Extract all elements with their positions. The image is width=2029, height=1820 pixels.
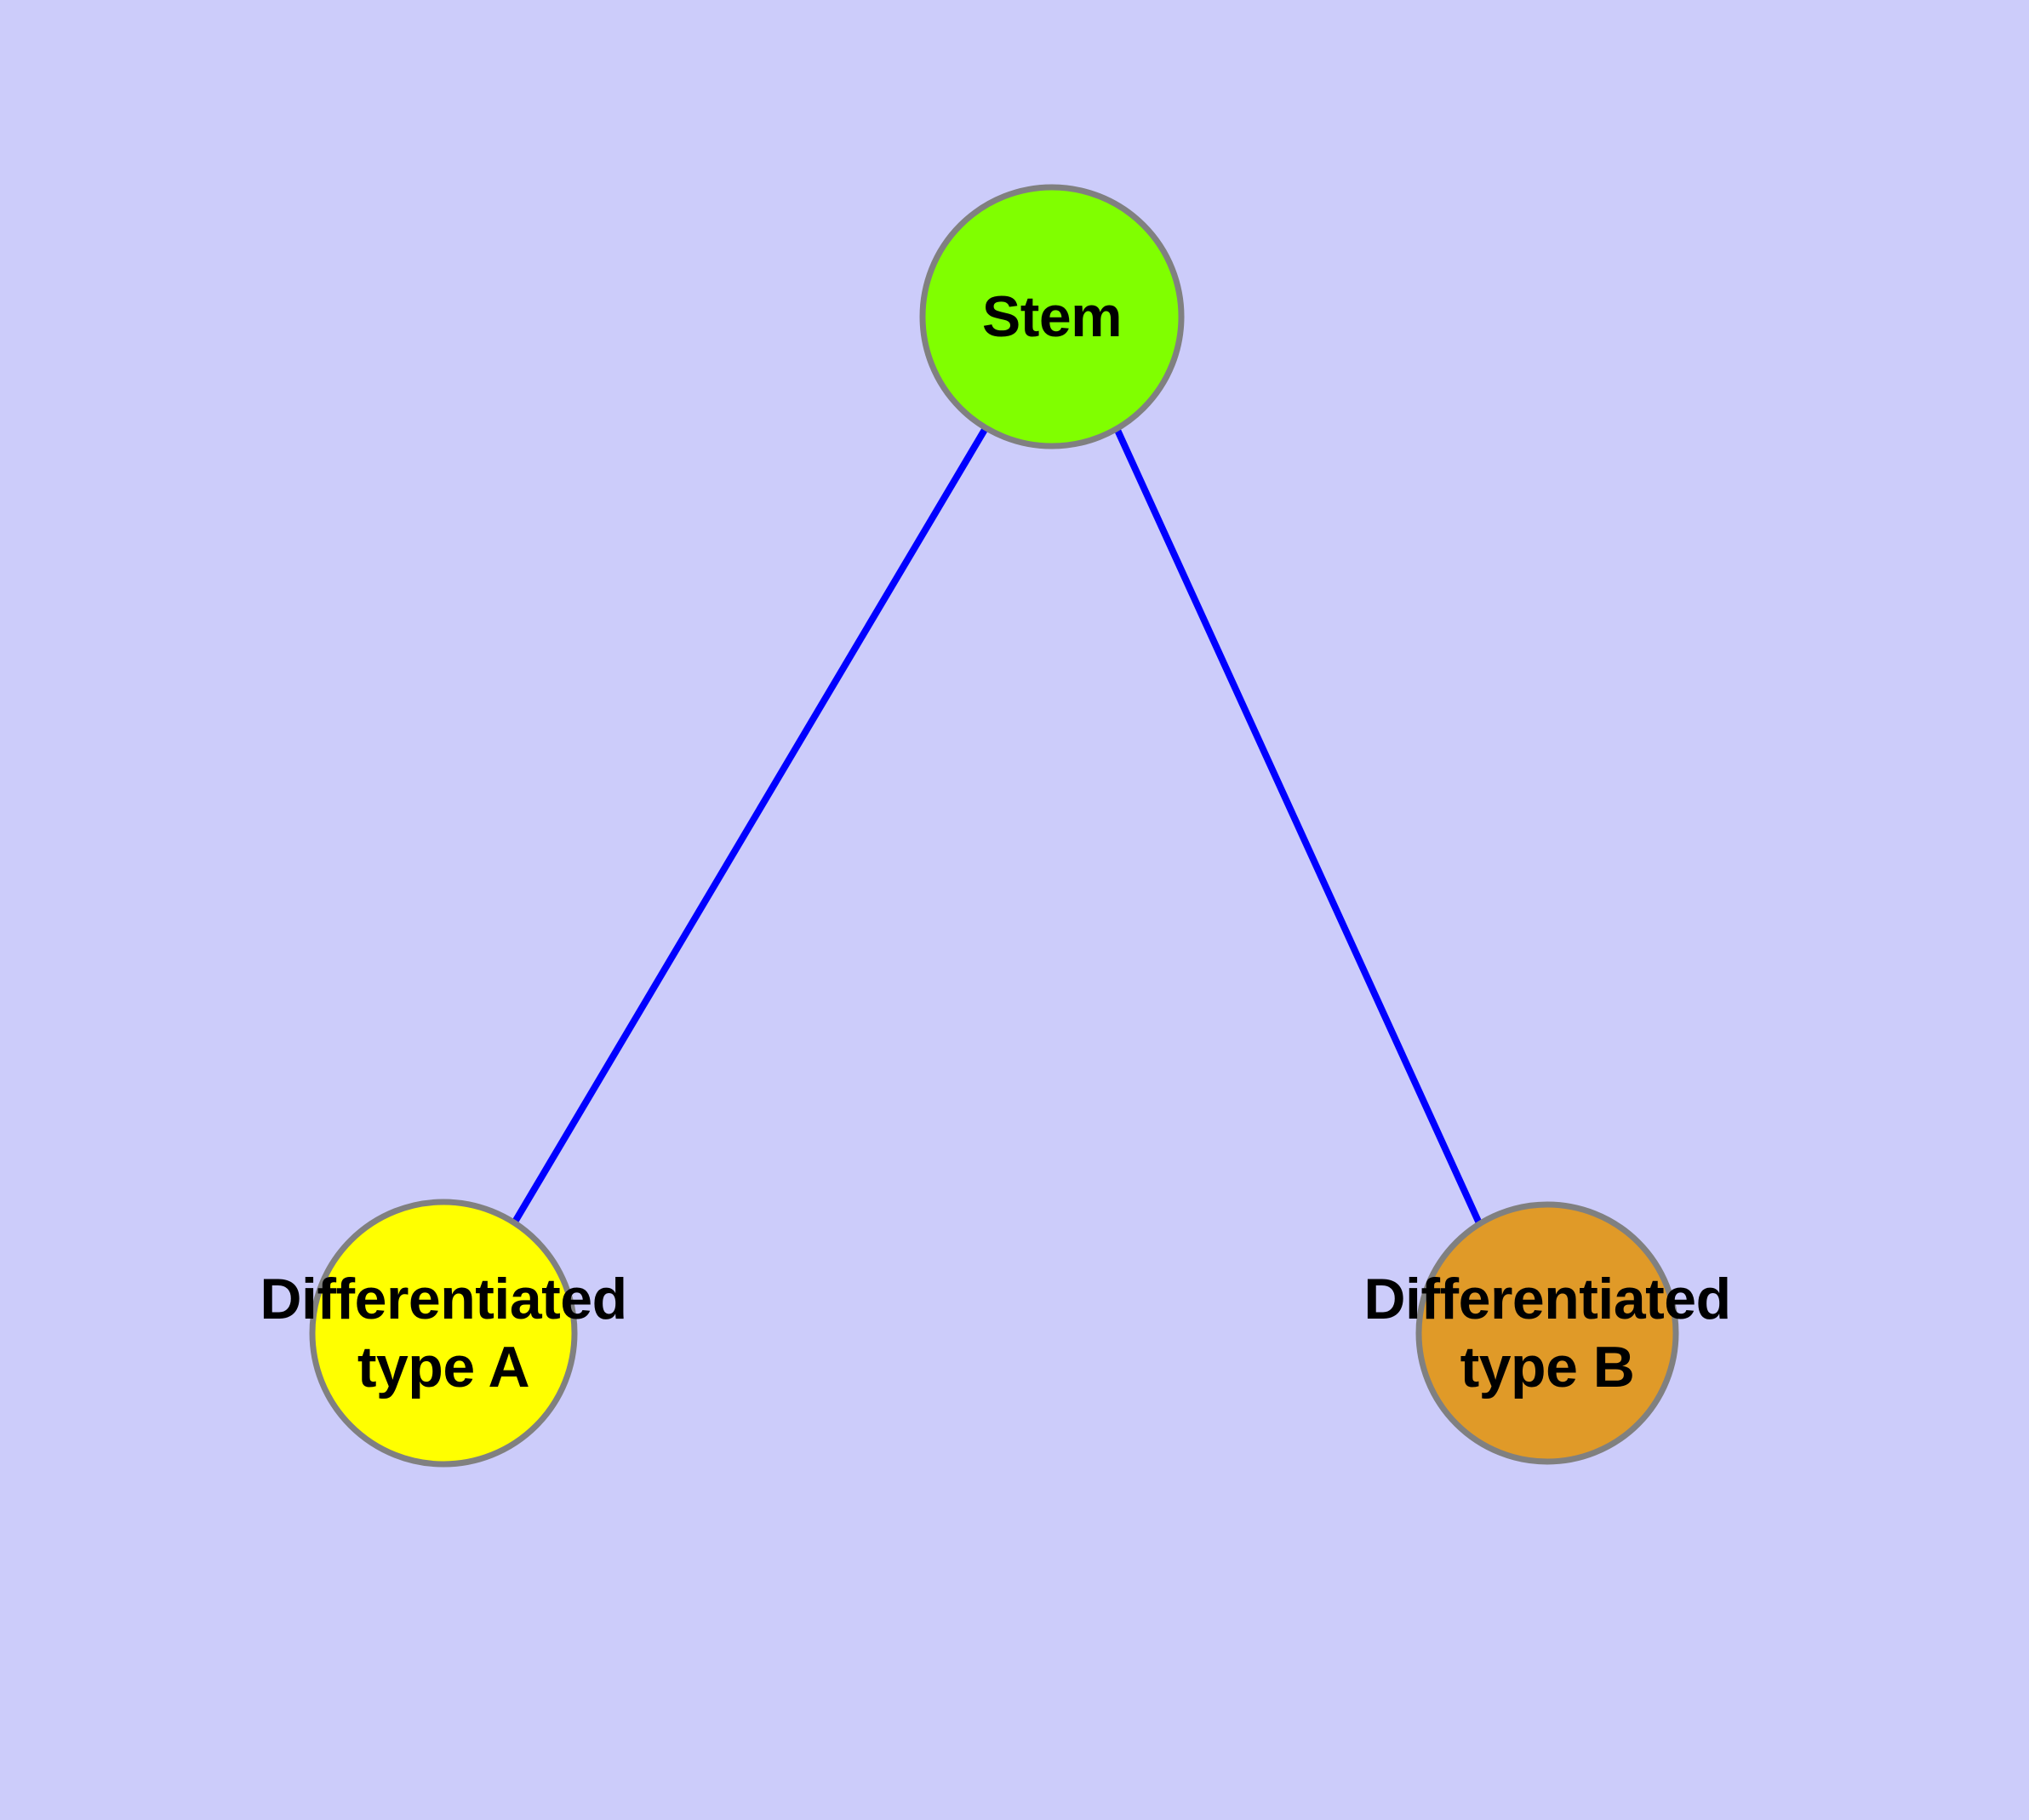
graph-node-diff-b[interactable] bbox=[1415, 1201, 1679, 1465]
edge-layer bbox=[511, 426, 1483, 1226]
graph-node-stem[interactable] bbox=[919, 184, 1185, 449]
graph-edge-stem-to-diff-b bbox=[1113, 426, 1483, 1225]
graph-node-diff-a[interactable] bbox=[309, 1199, 578, 1468]
node-layer bbox=[309, 184, 1679, 1468]
graph-edge-stem-to-diff-a bbox=[511, 426, 989, 1226]
